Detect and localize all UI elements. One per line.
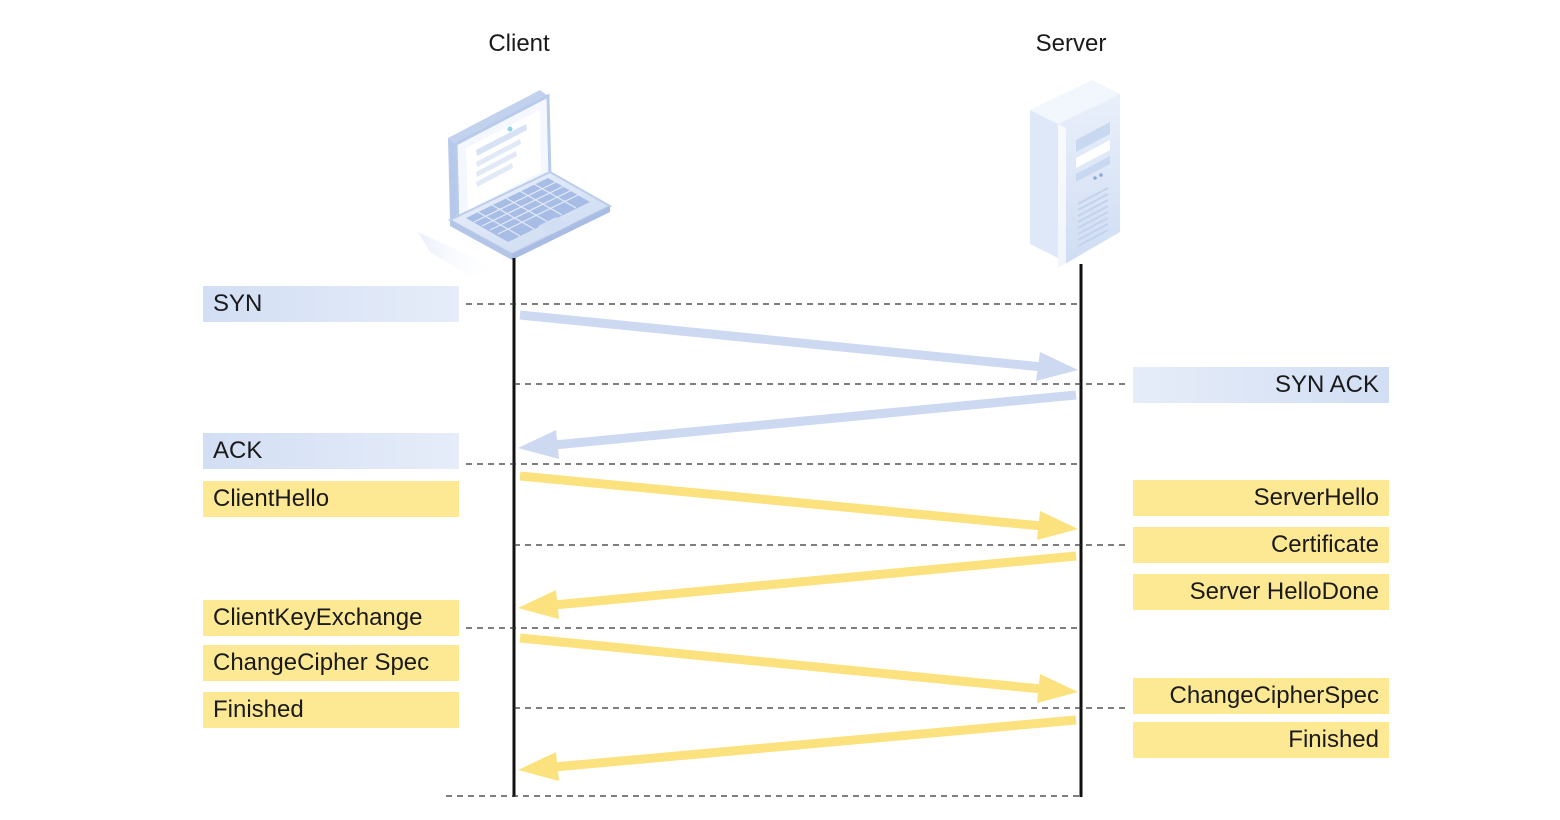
client-title: Client xyxy=(488,30,550,57)
label-certificate: Certificate xyxy=(1133,527,1389,563)
client-key-exchange-arrow xyxy=(518,551,1077,619)
server-hello-arrow xyxy=(519,471,1078,540)
server-title: Server xyxy=(1035,30,1107,57)
label-finished-server: Finished xyxy=(1133,722,1389,758)
syn-arrow xyxy=(519,310,1078,381)
message-arrows xyxy=(518,310,1078,781)
label-change-cipher-spec-client: ChangeCipher Spec xyxy=(203,645,459,681)
label-server-hello: ServerHello xyxy=(1133,480,1389,516)
server-tower-icon xyxy=(1030,80,1120,268)
label-ack: ACK xyxy=(203,433,459,469)
syn-ack-arrow xyxy=(518,390,1077,459)
dashed-separators xyxy=(446,303,1128,797)
label-client-key-exchange: ClientKeyExchange xyxy=(203,600,459,636)
label-syn: SYN xyxy=(203,286,459,322)
laptop-icon xyxy=(418,90,613,276)
label-finished-client: Finished xyxy=(203,692,459,728)
label-syn-ack: SYN ACK xyxy=(1133,367,1389,403)
label-change-cipher-spec-server: ChangeCipherSpec xyxy=(1133,678,1389,714)
client-finished-arrow xyxy=(519,633,1078,703)
server-finished-arrow xyxy=(518,715,1077,781)
label-client-hello: ClientHello xyxy=(203,481,459,517)
label-server-hello-done: Server HelloDone xyxy=(1133,574,1389,610)
